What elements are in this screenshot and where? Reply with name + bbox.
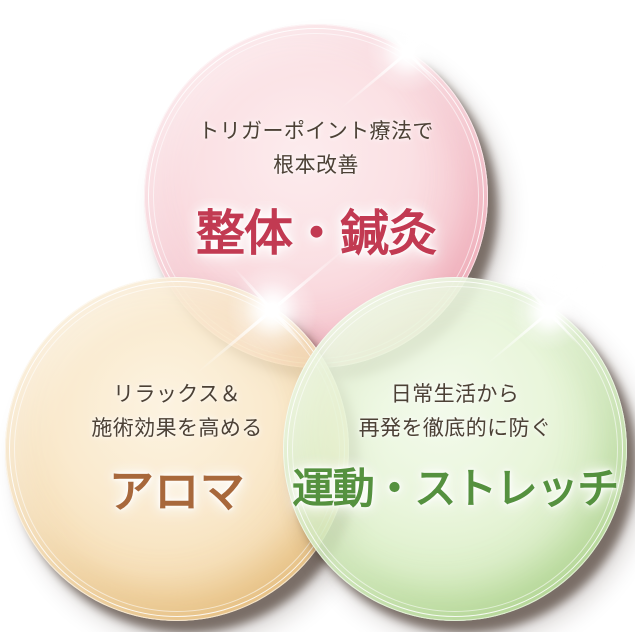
circle-content: トリガーポイント療法で 根本改善 整体・鍼灸 xyxy=(144,114,488,265)
circle-caption-line: 根本改善 xyxy=(273,153,359,177)
circle-caption-line: 施術効果を高める xyxy=(91,416,263,440)
circle-title-exercise-stretch: 運動・ストレッチ xyxy=(292,467,619,513)
circle-title-seitai-shinkyu: 整体・鍼灸 xyxy=(195,206,437,261)
circle-exercise-stretch: 日常生活から 再発を徹底的に防ぐ 運動・ストレッチ xyxy=(283,277,627,621)
circle-caption-line: トリガーポイント療法で xyxy=(198,119,434,143)
circle-content: リラックス＆ 施術効果を高める アロマ xyxy=(5,377,349,520)
circle-title-aroma: アロマ xyxy=(108,467,246,517)
circle-caption-line: 日常生活から xyxy=(390,382,520,406)
circle-caption-line: リラックス＆ xyxy=(113,382,241,406)
circle-content: 日常生活から 再発を徹底的に防ぐ 運動・ストレッチ xyxy=(283,377,627,516)
circle-caption-line: 再発を徹底的に防ぐ xyxy=(358,416,552,440)
